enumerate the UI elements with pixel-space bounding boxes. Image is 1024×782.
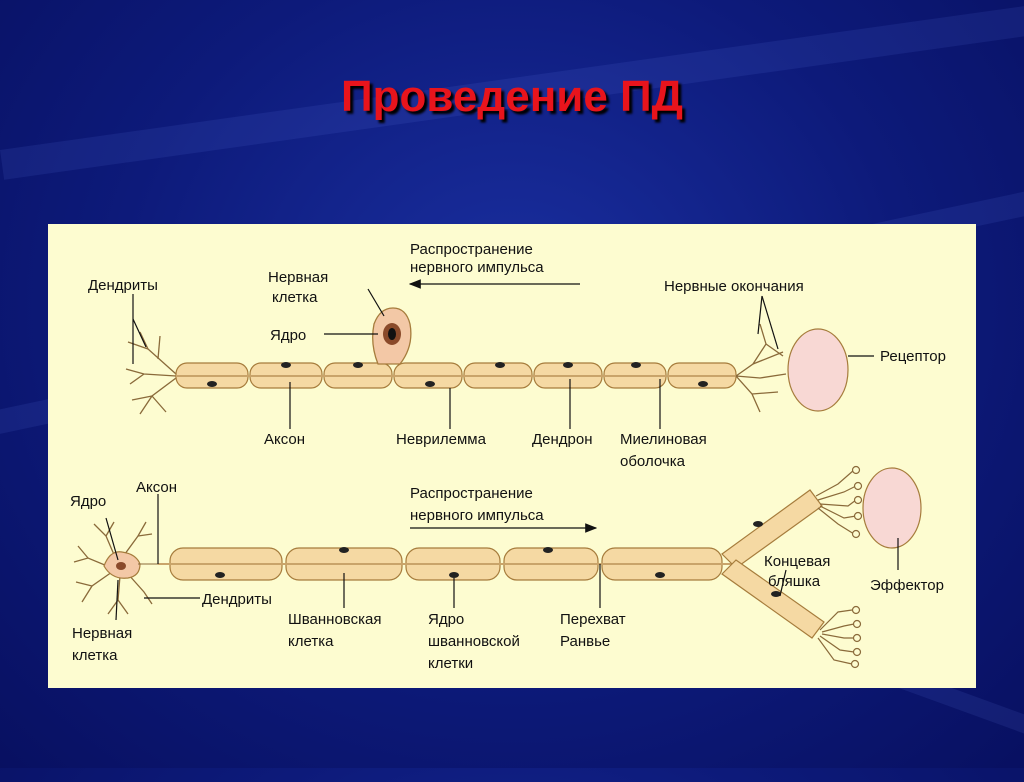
- label-dendrites-bottom: Дендриты: [202, 591, 272, 608]
- label-neurilemma: Неврилемма: [396, 431, 487, 448]
- label-ranvier-1: Перехват: [560, 611, 626, 628]
- label-schwann-nucleus-3: клетки: [428, 655, 473, 672]
- top-labels: Распространение нервного импульса Дендри…: [88, 241, 946, 470]
- upper-terminals: [815, 465, 863, 539]
- lower-terminals: [817, 605, 862, 669]
- label-nerve-endings: Нервные окончания: [664, 278, 804, 295]
- label-receptor: Рецептор: [880, 348, 946, 365]
- top-nerve-endings-drawing: [735, 323, 787, 413]
- receptor-shape: [787, 328, 849, 412]
- neuron-diagram: Распространение нервного импульса Дендри…: [70, 241, 946, 672]
- diagram-panel: Распространение нервного импульса Дендри…: [48, 224, 976, 688]
- label-effector: Эффектор: [870, 577, 944, 594]
- label-schwann-cell-2: клетка: [288, 633, 334, 650]
- label-nerve-cell-bottom-1: Нервная: [72, 625, 132, 642]
- effector-shape: [862, 467, 922, 549]
- top-direction-label-line2: нервного импульса: [410, 259, 544, 276]
- label-ranvier-2: Ранвье: [560, 633, 610, 650]
- label-dendrites-top: Дендриты: [88, 277, 158, 294]
- label-nerve-cell-top-2: клетка: [272, 289, 318, 306]
- label-nerve-cell-top-1: Нервная: [268, 269, 328, 286]
- label-dendron: Дендрон: [532, 431, 593, 448]
- label-end-plate-1: Концевая: [764, 553, 830, 570]
- label-schwann-nucleus-2: шванновской: [428, 633, 520, 650]
- label-myelin-2: оболочка: [620, 453, 686, 470]
- bottom-direction-label-line2: нервного импульса: [410, 507, 544, 524]
- label-nucleus-bottom: Ядро: [70, 493, 106, 510]
- label-nucleus-top: Ядро: [270, 327, 306, 344]
- label-myelin-1: Миелиновая: [620, 431, 707, 448]
- bottom-labels: Распространение нервного импульса Ядро А…: [70, 479, 944, 672]
- label-schwann-cell-1: Шванновская: [288, 611, 381, 628]
- bottom-branches: [721, 489, 825, 639]
- slide-title: Проведение ПД: [340, 72, 683, 121]
- bottom-direction-label-line1: Распространение: [410, 485, 533, 502]
- top-direction-label-line1: Распространение: [410, 241, 533, 258]
- label-axon-bottom: Аксон: [136, 479, 177, 496]
- top-dendrites-drawing: [125, 331, 177, 415]
- bottom-neuron: [73, 465, 922, 669]
- label-nerve-cell-bottom-2: клетка: [72, 647, 118, 664]
- label-schwann-nucleus-1: Ядро: [428, 611, 464, 628]
- top-neuron: [125, 307, 849, 415]
- label-axon-top: Аксон: [264, 431, 305, 448]
- label-end-plate-2: бляшка: [768, 573, 821, 590]
